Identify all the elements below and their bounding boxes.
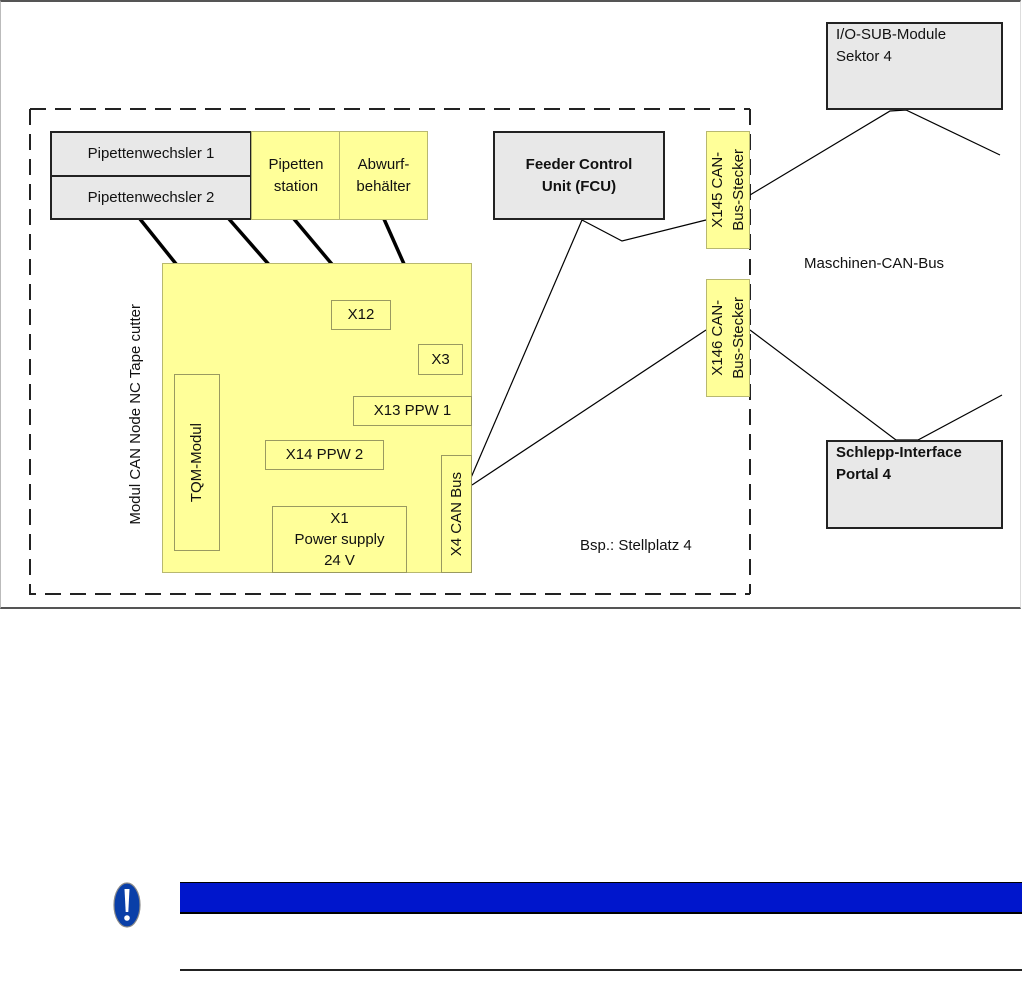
io-sub-label-2: Sektor 4 (836, 48, 892, 65)
connector-x145: X145 CAN- Bus-Stecker (706, 131, 750, 249)
pipetten-station-label-1: Pipetten (268, 155, 324, 173)
pipettenwechsler-1: Pipettenwechsler 1 (50, 131, 252, 177)
port-x3: X3 (418, 344, 463, 375)
port-x1-power-supply: X1 Power supply 24 V (272, 506, 407, 573)
x146-label-2: Bus-Stecker (730, 297, 747, 379)
port-x14-ppw2: X14 PPW 2 (265, 440, 384, 470)
port-x1-label-1: X1 (330, 510, 349, 527)
diagram-frame (0, 0, 1021, 609)
port-x12: X12 (331, 300, 391, 330)
tqm-modul: TQM-Modul (174, 374, 220, 551)
schlepp-interface: Schlepp-Interface Portal 4 (826, 440, 1003, 529)
fcu-label-1: Feeder Control (525, 155, 633, 173)
port-x14-label: X14 PPW 2 (285, 446, 364, 463)
feeder-control-unit: Feeder Control Unit (FCU) (493, 131, 665, 220)
port-x1-label-3: 24 V (324, 552, 355, 569)
port-x4-label: X4 CAN Bus (447, 471, 465, 557)
abwurfbehaelter-label-1: Abwurf- (357, 155, 410, 173)
pipettenwechsler-1-label: Pipettenwechsler 1 (87, 145, 215, 162)
notice-bottom-rule (180, 969, 1022, 971)
bus-label: Maschinen-CAN-Bus (804, 255, 945, 272)
abwurfbehaelter-label-2: behälter (356, 177, 411, 195)
notice-header-bar (180, 882, 1022, 914)
port-x3-label: X3 (431, 350, 450, 368)
pipetten-station-label-2: station (273, 177, 319, 195)
port-x13-label: X13 PPW 1 (373, 402, 452, 419)
port-x4-can-bus: X4 CAN Bus (441, 455, 472, 573)
abwurfbehaelter: Abwurf- behälter (339, 131, 428, 220)
io-sub-label-1: I/O-SUB-Module (836, 26, 947, 43)
pipettenwechsler-2: Pipettenwechsler 2 (50, 175, 252, 220)
tqm-modul-label: TQM-Modul (188, 422, 205, 503)
port-x1-label-2: Power supply (294, 531, 385, 548)
x146-label-1: X146 CAN- (709, 300, 726, 376)
x145-label-1: X145 CAN- (709, 152, 726, 228)
pipetten-station: Pipetten station (251, 131, 341, 220)
can-node-title: Modul CAN Node NC Tape cutter (126, 303, 144, 525)
x145-label-2: Bus-Stecker (730, 149, 747, 231)
stellplatz-label: Bsp.: Stellplatz 4 (580, 537, 692, 554)
pipettenwechsler-2-label: Pipettenwechsler 2 (87, 188, 215, 206)
fcu-label-2: Unit (FCU) (541, 177, 617, 195)
exclamation-mandatory-icon (113, 882, 141, 928)
port-x12-label: X12 (347, 306, 375, 323)
connector-x146: X146 CAN- Bus-Stecker (706, 279, 750, 397)
port-x13-ppw1: X13 PPW 1 (353, 396, 472, 426)
io-sub-module: I/O-SUB-Module Sektor 4 (826, 22, 1003, 110)
schlepp-label-1: Schlepp-Interface (836, 444, 962, 461)
schlepp-label-2: Portal 4 (836, 466, 892, 483)
